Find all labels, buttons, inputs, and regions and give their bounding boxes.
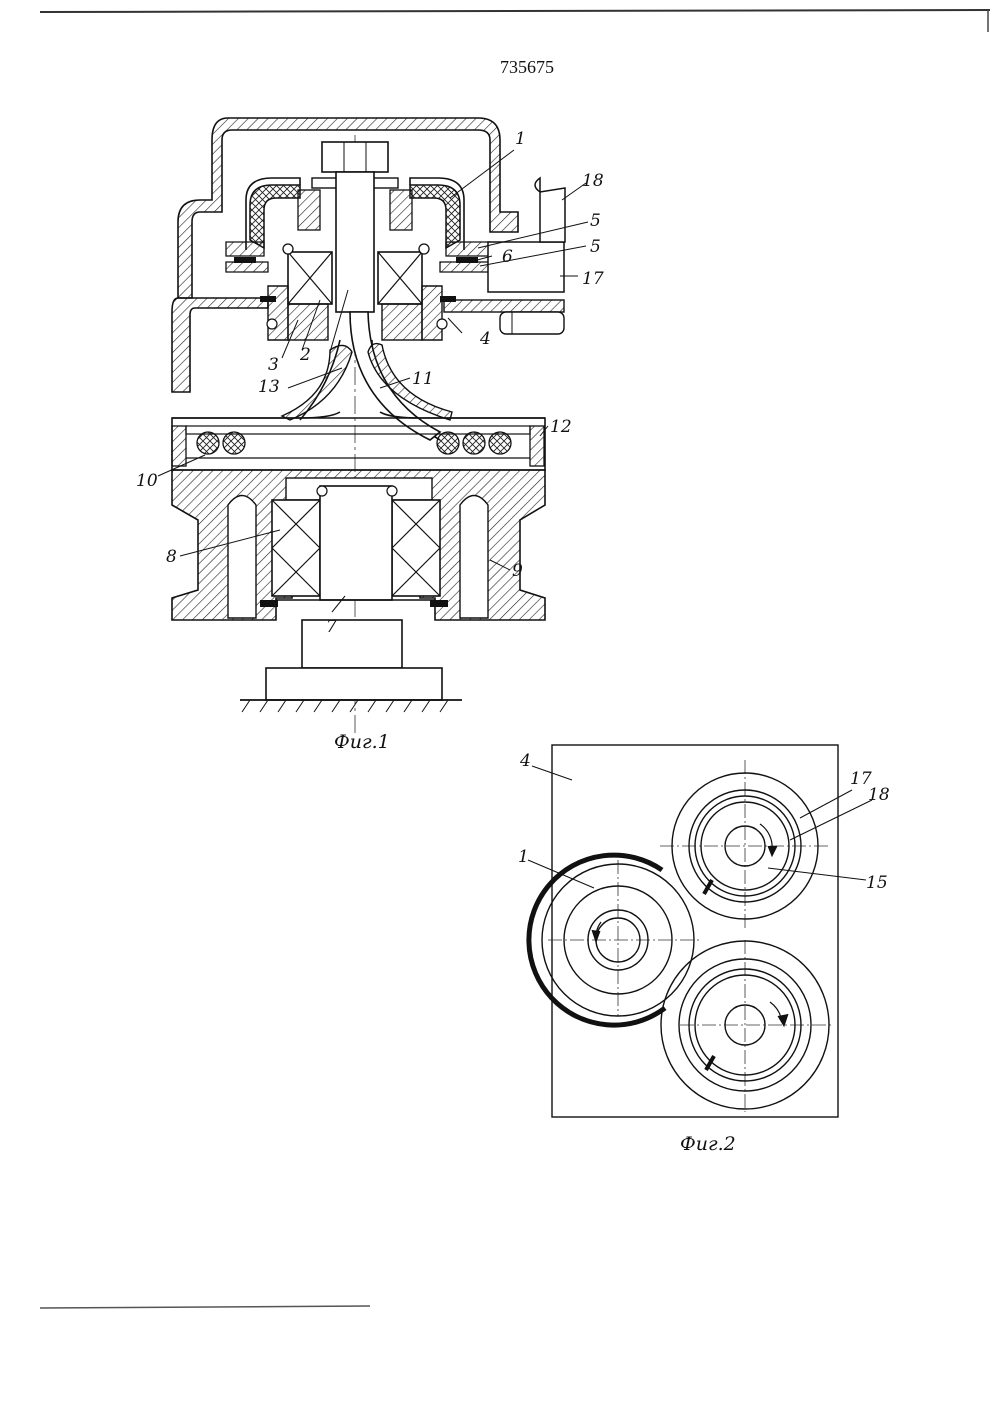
shaft <box>336 172 374 312</box>
label-6: 6 <box>502 247 513 267</box>
label-5-lower: 5 <box>590 237 601 257</box>
guide-13 <box>282 345 352 420</box>
rotor-right-lining <box>410 185 460 248</box>
label-5-upper: 5 <box>590 211 601 231</box>
rotor-left-lining <box>250 185 300 248</box>
spindle <box>320 486 392 600</box>
label-17: 17 <box>582 269 604 289</box>
figure-1: 1 18 5 6 5 17 4 3 2 13 11 12 10 8 9 7 Фи… <box>136 118 604 753</box>
figure-2-caption: Фиг.2 <box>680 1133 736 1155</box>
label-12: 12 <box>550 417 572 437</box>
unit-18 <box>535 178 565 242</box>
label-10: 10 <box>136 471 158 491</box>
fiber-coils <box>197 432 511 454</box>
label-2: 2 <box>299 345 311 365</box>
label-8: 8 <box>166 547 177 567</box>
support-plate <box>444 300 564 312</box>
figure-1-caption: Фиг.1 <box>334 731 390 753</box>
label-13: 13 <box>258 377 280 397</box>
patent-number: 735675 <box>500 57 554 77</box>
figure-2: 4 1 17 18 15 Фиг.2 <box>518 745 890 1155</box>
label-11: 11 <box>412 369 434 389</box>
label-1: 1 <box>515 129 526 149</box>
label-7: 7 <box>326 617 337 637</box>
unit-17 <box>488 242 564 292</box>
page-border-bottom <box>40 1306 370 1308</box>
fig2-label-18: 18 <box>868 785 890 805</box>
fig2-label-15: 15 <box>866 873 888 893</box>
lower-bearing-left <box>272 500 320 596</box>
upper-bearing-right <box>378 252 422 304</box>
base-plate <box>266 668 442 700</box>
housing-flange <box>172 298 268 392</box>
label-18: 18 <box>582 171 604 191</box>
label-9: 9 <box>512 561 523 581</box>
nut <box>322 142 388 172</box>
upper-bearing-left <box>288 252 332 304</box>
spindle-base <box>302 620 402 668</box>
fig2-label-4: 4 <box>519 751 531 771</box>
label-4: 4 <box>479 329 491 349</box>
lower-bearing-right <box>392 500 440 596</box>
page-border-top <box>40 10 990 12</box>
fig2-label-1: 1 <box>518 847 529 867</box>
label-3: 3 <box>268 355 279 375</box>
